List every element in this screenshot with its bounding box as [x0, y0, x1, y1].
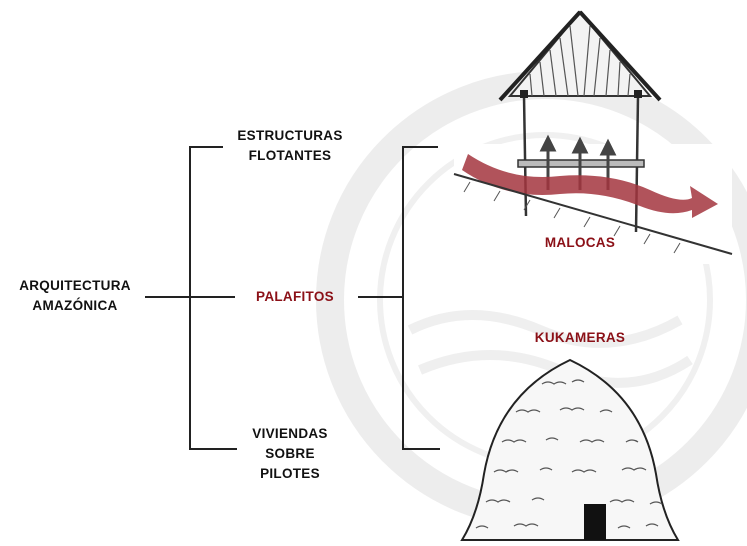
maloca-illustration — [453, 10, 733, 264]
floating-structures-line1: ESTRUCTURAS — [237, 128, 343, 143]
example-connector-maloca — [402, 146, 438, 148]
piles-housing-line3: PILOTES — [260, 466, 320, 481]
branch-bracket-vertical — [189, 146, 191, 450]
root-label-line2: AMAZÓNICA — [32, 298, 118, 313]
piles-housing-line1: VIVIENDAS — [252, 426, 328, 441]
branch-connector-floating — [189, 146, 223, 148]
kukamera-label: KUKAMERAS — [534, 330, 626, 345]
branch-connector-stilt — [189, 296, 235, 298]
maloca-label: MALOCAS — [544, 235, 616, 250]
branch-connector-piles — [189, 448, 237, 450]
floating-structures-label: ESTRUCTURAS FLOTANTES — [220, 126, 360, 166]
palafitos-label: PALAFITOS — [256, 289, 334, 304]
piles-housing-line2: SOBRE — [265, 446, 315, 461]
example-bracket-vertical — [402, 146, 404, 450]
stilt-connector — [358, 296, 404, 298]
root-label: ARQUITECTURA AMAZÓNICA — [0, 276, 150, 316]
piles-housing-label: VIVIENDAS SOBRE PILOTES — [230, 424, 350, 484]
kukamera-illustration — [460, 358, 680, 541]
floating-structures-line2: FLOTANTES — [248, 148, 332, 163]
root-connector — [145, 296, 191, 298]
root-label-line1: ARQUITECTURA — [19, 278, 131, 293]
example-connector-kukamera — [402, 448, 440, 450]
